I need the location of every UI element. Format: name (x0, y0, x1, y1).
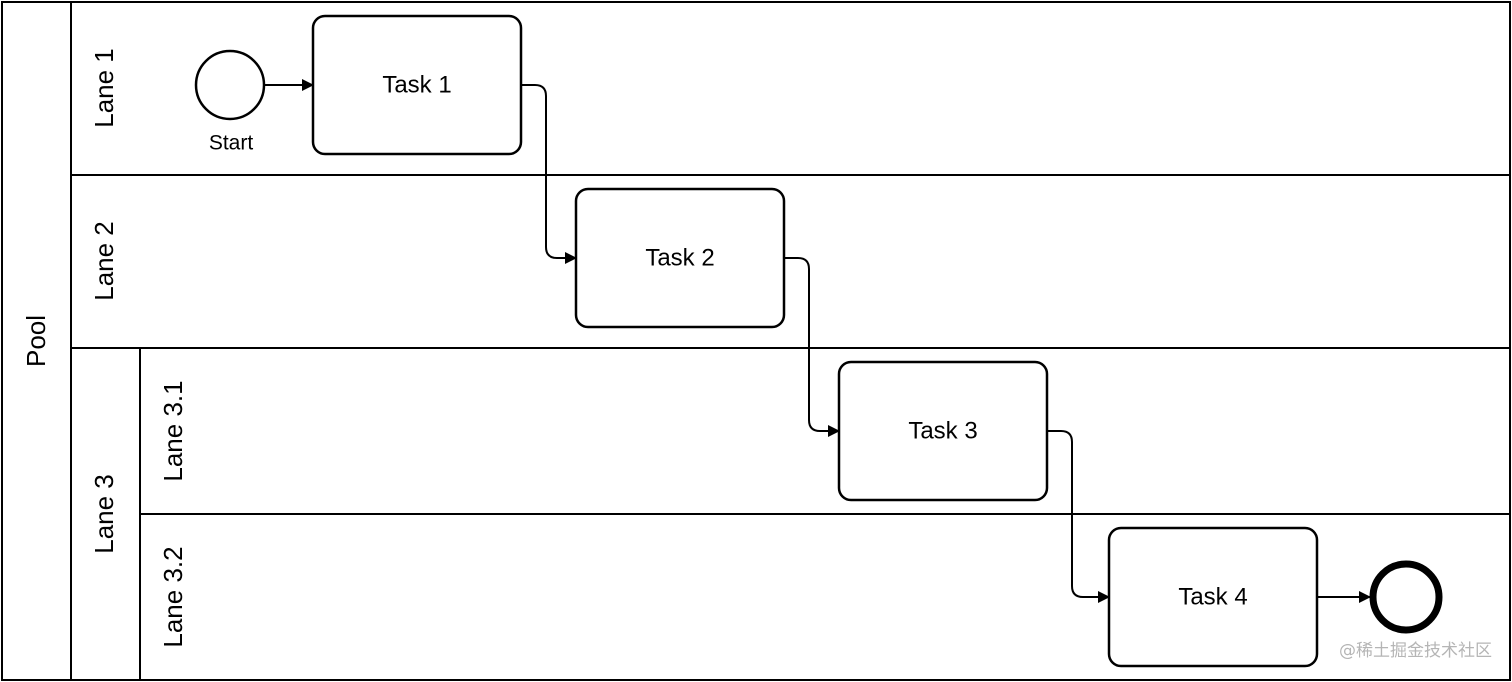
lane-1-label: Lane 1 (89, 48, 119, 128)
lane-3-label: Lane 3 (89, 474, 119, 554)
lane-2-label: Lane 2 (89, 221, 119, 301)
lane-3-1-label: Lane 3.1 (158, 380, 188, 481)
start-event[interactable] (194, 49, 266, 121)
task-2-label: Task 2 (645, 245, 714, 272)
lane-3-2-label: Lane 3.2 (158, 546, 188, 647)
end-event[interactable] (1369, 560, 1443, 634)
watermark-text: @稀土掘金技术社区 (1339, 641, 1492, 661)
task-1-label: Task 1 (382, 72, 451, 99)
flow-task-3-to-task-4[interactable] (1047, 430, 1110, 603)
start-event-label: Start (209, 132, 254, 155)
flow-task-2-to-task-3[interactable] (784, 257, 840, 437)
pool-label: Pool (21, 315, 51, 367)
flow-task-1-to-task-2[interactable] (521, 84, 577, 264)
task-3-label: Task 3 (908, 418, 977, 445)
task-4-label: Task 4 (1178, 584, 1247, 611)
